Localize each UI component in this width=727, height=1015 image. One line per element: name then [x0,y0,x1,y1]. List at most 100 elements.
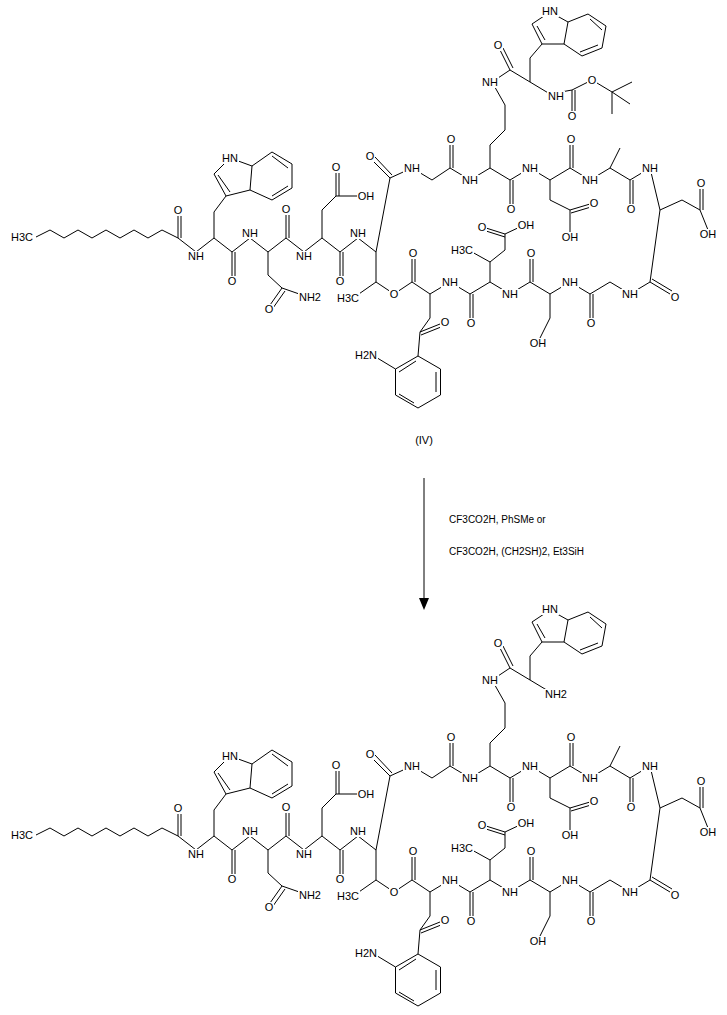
atom-label: NH [461,773,479,784]
atom-label: NH [581,175,599,186]
atom-label: O [335,276,346,287]
atom-label: O [264,902,275,913]
atom-label: O [446,134,457,145]
atom-label: NH [349,826,367,837]
atom-label: NH [441,875,459,886]
atom-label: OH [561,232,580,243]
atom-label: O [586,318,597,329]
atom-label: NH [501,887,519,898]
atom-label: HN [541,6,559,17]
atom-label: NH [187,251,205,262]
atom-label: O [281,204,292,215]
atom-label: O [446,732,457,743]
atom-label: NH [403,761,421,772]
atom-label: NH [581,773,599,784]
atom-label: NH [481,77,499,88]
reagent-label: CF3CO2H, (CH2SH)2, Et3SiH [448,547,585,557]
atom-label: NH2 [544,689,568,700]
reagent-label: CF3CO2H, PhSMe or [448,515,547,525]
atom-label: HN [221,153,239,164]
atom-label: O [696,178,707,189]
atom-label: NH [241,826,259,837]
atom-label: H2N [354,948,378,959]
atom-label: O [526,248,537,259]
atom-label: OH [699,827,718,838]
atom-label: H3C [450,245,474,256]
atom-label: O [566,732,577,743]
atom-label: O [526,846,537,857]
atom-label: O [670,292,681,303]
atom-label: O [227,874,238,885]
atom-label: HN [221,751,239,762]
atom-label: NH [621,887,639,898]
atom-label: NH2 [298,890,322,901]
atom-label: O [493,40,504,51]
atom-label: O [408,248,419,259]
atom-label: O [586,916,597,927]
atom-label: OH [561,830,580,841]
atom-label: OH [529,936,548,947]
atom-label: O [440,915,451,926]
product-structure [36,610,708,1006]
atom-label: O [331,760,342,771]
atom-label: O [477,820,488,831]
atom-label: O [567,111,578,122]
atom-label: O [589,796,600,807]
atom-label: O [506,802,517,813]
atom-label: NH [641,761,659,772]
atom-label: OH [699,229,718,240]
atom-label: O [331,162,342,173]
atom-label: O [389,289,400,300]
atom-label: O [335,874,346,885]
atom-label: NH [461,175,479,186]
atom-label: O [466,318,477,329]
starting-structure [36,12,708,408]
atom-label: NH [547,91,565,102]
atom-label: OH [517,220,536,231]
atom-label: O [626,204,637,215]
atom-label: NH [521,761,539,772]
atom-label: O [493,638,504,649]
atom-label: O [506,204,517,215]
atom-label: O [389,887,400,898]
atom-label: H3C [450,843,474,854]
atom-label: O [587,75,598,86]
atom-label: O [173,803,184,814]
atom-label: NH [349,228,367,239]
atom-label: O [696,776,707,787]
atom-label: NH [403,163,421,174]
atom-label: O [264,304,275,315]
atom-label: HN [541,604,559,615]
atom-label: NH [621,289,639,300]
atom-label: OH [357,191,376,202]
atom-label: O [626,802,637,813]
atom-label: O [408,846,419,857]
atom-label: NH [441,277,459,288]
atom-label: H2N [354,350,378,361]
atom-label: NH [481,675,499,686]
atom-label: NH [641,163,659,174]
compound-number: (IV) [414,435,434,446]
atom-label: O [566,134,577,145]
atom-label: H3C [336,891,360,902]
atom-label: OH [517,818,536,829]
atom-label: NH [521,163,539,174]
atom-label: NH2 [298,292,322,303]
atom-label: O [440,317,451,328]
atom-label: O [466,916,477,927]
atom-label: H3C [10,232,34,243]
atom-label: H3C [336,293,360,304]
atom-label: H3C [10,830,34,841]
atom-label: NH [241,228,259,239]
atom-label: NH [561,277,579,288]
atom-label: NH [187,849,205,860]
atom-label: OH [529,338,548,349]
atom-label: NH [295,251,313,262]
atom-label: O [365,749,376,760]
atom-label: O [477,222,488,233]
reaction-arrow [419,478,429,610]
atom-label: O [173,205,184,216]
atom-label: NH [501,289,519,300]
atom-label: O [227,276,238,287]
